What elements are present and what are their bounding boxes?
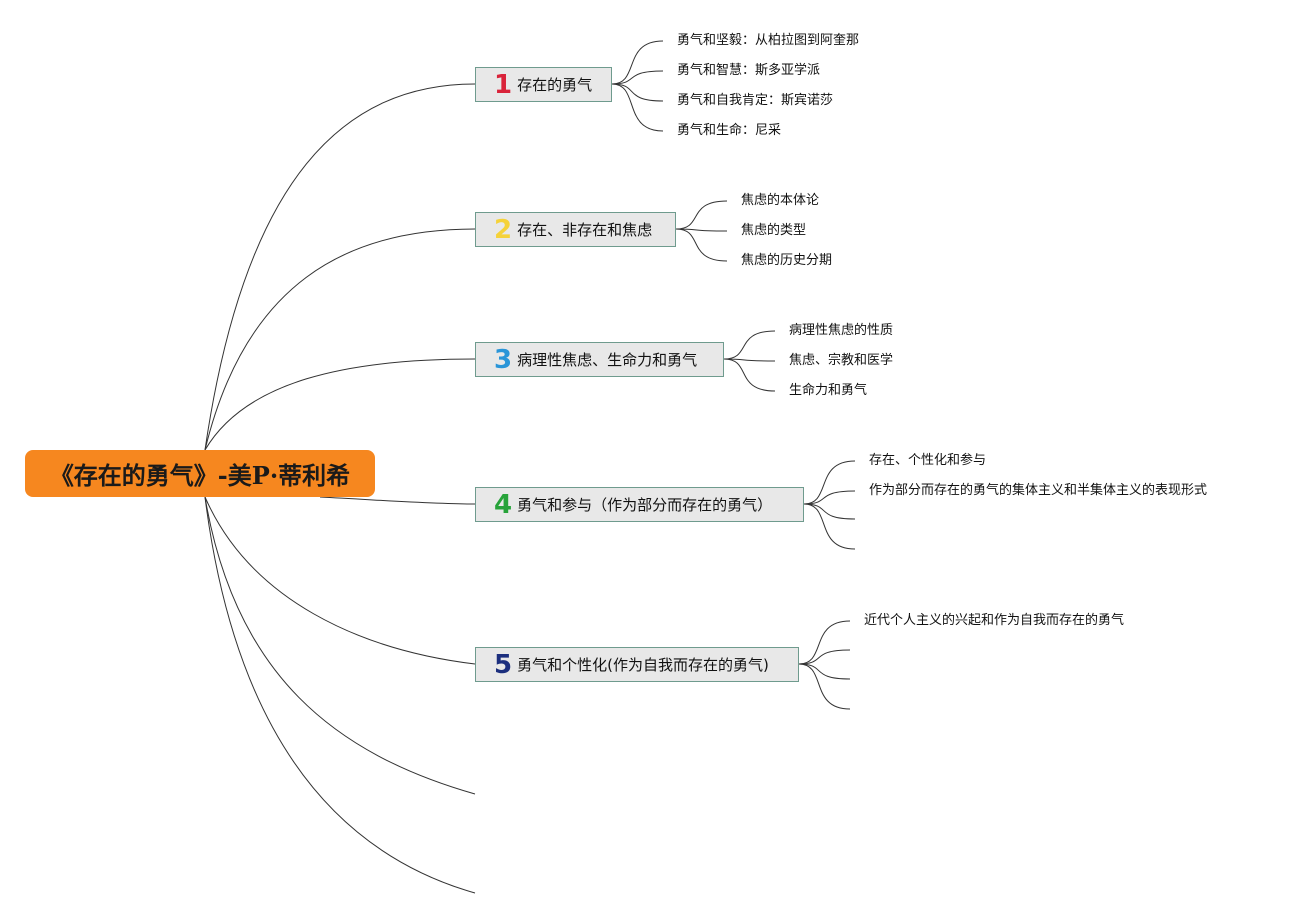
number-3-icon: 3: [494, 344, 513, 375]
number-4-icon: 4: [494, 489, 513, 520]
root-to-topic-3-line: [204, 358, 476, 451]
topic-3-to-subtopic-2-line: [723, 358, 776, 362]
root-to-topic-1-line: [204, 83, 476, 451]
root-to-topic-2-line: [204, 228, 476, 451]
topic-5-label: 勇气和个性化(作为自我而存在的勇气): [517, 656, 769, 674]
root-to-empty-topic-a-line: [204, 496, 476, 795]
topic-1-label: 存在的勇气: [517, 76, 593, 94]
subtopic-2-2[interactable]: 焦虑的类型: [741, 223, 807, 238]
root-title: 《存在的勇气》-美P·蒂利希: [49, 461, 351, 490]
topic-1-to-subtopic-1-line: [611, 40, 664, 85]
topic-3-to-subtopic-1-line: [723, 330, 776, 360]
topic-4-to-subtopic-3-line: [803, 503, 856, 520]
topic-3-label: 病理性焦虑、生命力和勇气: [517, 351, 698, 369]
topic-1-to-subtopic-3-line: [611, 83, 664, 102]
topic-5-to-subtopic-1-line: [798, 620, 851, 665]
subtopic-1-4[interactable]: 勇气和生命：尼采: [677, 123, 782, 138]
topic-2-label: 存在、非存在和焦虑: [517, 221, 653, 239]
number-5-icon: 5: [494, 649, 513, 680]
subtopic-3-3[interactable]: 生命力和勇气: [789, 383, 868, 398]
topic-1[interactable]: 1 存在的勇气: [475, 67, 612, 102]
number-1-icon: 1: [494, 69, 513, 100]
topic-4[interactable]: 4 勇气和参与（作为部分而存在的勇气）: [475, 487, 804, 522]
root-to-topic-5-line: [204, 496, 476, 665]
topic-3[interactable]: 3 病理性焦虑、生命力和勇气: [475, 342, 724, 377]
subtopic-1-1[interactable]: 勇气和坚毅：从柏拉图到阿奎那: [677, 33, 860, 48]
subtopic-5-1[interactable]: 近代个人主义的兴起和作为自我而存在的勇气: [864, 613, 1125, 628]
topic-2-to-subtopic-3-line: [675, 228, 728, 262]
subtopic-3-2[interactable]: 焦虑、宗教和医学: [789, 353, 894, 368]
topic-4-to-subtopic-1-line: [803, 460, 856, 505]
subtopic-1-2[interactable]: 勇气和智慧：斯多亚学派: [677, 63, 821, 78]
subtopic-4-1[interactable]: 存在、个性化和参与: [869, 453, 987, 468]
subtopic-1-3[interactable]: 勇气和自我肯定：斯宾诺莎: [677, 93, 834, 108]
topic-1-to-subtopic-4-line: [611, 83, 664, 132]
topic-3-to-subtopic-3-line: [723, 358, 776, 392]
subtopic-2-1[interactable]: 焦虑的本体论: [741, 193, 820, 208]
topic-2[interactable]: 2 存在、非存在和焦虑: [475, 212, 676, 247]
topic-4-to-subtopic-4-line: [803, 503, 856, 550]
subtopic-2-3[interactable]: 焦虑的历史分期: [741, 253, 833, 268]
topic-4-to-subtopic-2-line: [803, 490, 856, 505]
root-to-topic-4-line: [319, 496, 476, 505]
topic-5-to-subtopic-3-line: [798, 663, 851, 680]
root-topic[interactable]: 《存在的勇气》-美P·蒂利希: [25, 450, 375, 497]
root-to-empty-topic-b-line: [204, 496, 476, 894]
number-2-icon: 2: [494, 214, 513, 245]
topic-5-to-subtopic-4-line: [798, 663, 851, 710]
topic-2-to-subtopic-1-line: [675, 200, 728, 230]
subtopic-3-1[interactable]: 病理性焦虑的性质: [789, 323, 894, 338]
subtopic-4-2[interactable]: 作为部分而存在的勇气的集体主义和半集体主义的表现形式: [869, 483, 1208, 498]
topic-4-label: 勇气和参与（作为部分而存在的勇气）: [517, 496, 773, 514]
topic-2-to-subtopic-2-line: [675, 228, 728, 232]
topic-1-to-subtopic-2-line: [611, 70, 664, 85]
topic-5[interactable]: 5 勇气和个性化(作为自我而存在的勇气): [475, 647, 799, 682]
topic-5-to-subtopic-2-line: [798, 649, 851, 665]
